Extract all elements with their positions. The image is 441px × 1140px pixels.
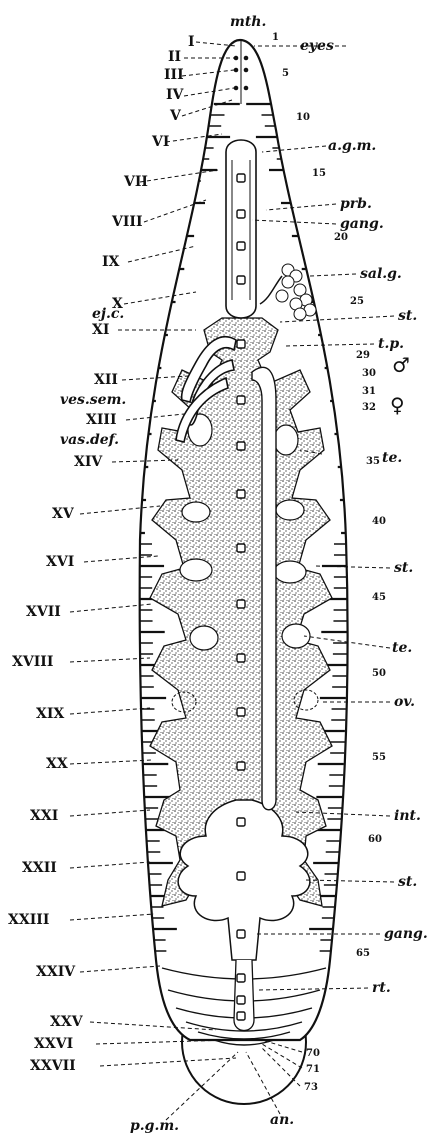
label-rt: rt. (372, 980, 391, 996)
seg-label-IV: IV (166, 87, 185, 103)
pharynx (226, 140, 256, 318)
label-prb: prb. (340, 196, 372, 212)
num-5: 5 (282, 68, 289, 79)
label-an: an. (270, 1112, 294, 1128)
seg-label-XIII: XIII (86, 412, 117, 428)
label-ejc: ej.c. (92, 306, 124, 322)
label-int: int. (394, 808, 421, 824)
ganglion (237, 544, 245, 552)
label-gang-top: gang. (340, 216, 384, 232)
seg-label-VII: VII (123, 174, 148, 190)
ganglion (237, 490, 245, 498)
ganglion (237, 210, 245, 218)
seg-label-XXV: XXV (50, 1014, 84, 1030)
ganglion (237, 174, 245, 182)
label-te-1: te. (382, 450, 402, 466)
ganglion (237, 818, 245, 826)
seg-label-III: III (164, 67, 184, 83)
label-eyes: eyes (300, 38, 334, 54)
num-29: 29 (356, 350, 370, 361)
label-te-2: te. (392, 640, 412, 656)
ganglion (237, 600, 245, 608)
num-65: 65 (356, 948, 370, 959)
seg-label-XIX: XIX (36, 706, 64, 722)
seg-label-II: II (168, 49, 181, 65)
label-ves-sem: ves.sem. (60, 392, 126, 408)
num-25: 25 (350, 296, 364, 307)
label-agm: a.g.m. (328, 138, 376, 154)
label-st-2: st. (394, 560, 413, 576)
seg-label-XVI: XVI (46, 554, 74, 570)
seg-label-XIV: XIV (74, 454, 103, 470)
label-male-symbol: ♂ (392, 353, 410, 377)
ganglion (237, 442, 245, 450)
label-st-3: st. (398, 874, 417, 890)
num-32: 32 (362, 402, 376, 413)
label-st-1: st. (398, 308, 417, 324)
leader-line (70, 862, 150, 868)
ganglion (237, 996, 245, 1004)
leader-line (70, 810, 150, 816)
ganglion (237, 396, 245, 404)
seg-label-V: V (169, 108, 182, 124)
ganglion (237, 872, 245, 880)
label-female-symbol: ♀ (390, 393, 405, 417)
num-60: 60 (368, 834, 382, 845)
ganglion (237, 276, 245, 284)
seg-label-XVIII: XVIII (12, 654, 53, 670)
num-1: 1 (272, 32, 279, 43)
num-31: 31 (362, 386, 376, 397)
seg-label-VI: VI (151, 134, 169, 150)
num-50: 50 (372, 668, 386, 679)
seg-label-XVII: XVII (26, 604, 61, 620)
label-salg: sal.g. (360, 266, 402, 282)
ganglion (237, 762, 245, 770)
num-30: 30 (362, 368, 376, 379)
num-10: 10 (296, 112, 310, 123)
num-20: 20 (334, 232, 348, 243)
seg-label-XXIV: XXIV (36, 964, 76, 980)
num-73: 73 (304, 1082, 318, 1093)
seg-label-XX: XX (46, 756, 68, 772)
seg-label-XXII: XXII (22, 860, 57, 876)
seg-label-IX: IX (102, 254, 120, 270)
ganglion (237, 930, 245, 938)
seg-label-XXVII: XXVII (30, 1058, 76, 1074)
num-71: 71 (306, 1064, 320, 1075)
label-tp: t.p. (378, 336, 404, 352)
ganglion (237, 1012, 245, 1020)
label-pgm: p.g.m. (130, 1118, 179, 1134)
leader-line (70, 914, 154, 920)
num-15: 15 (312, 168, 326, 179)
seg-label-I: I (188, 34, 195, 50)
leader-line (70, 760, 152, 764)
label-mth: mth. (230, 14, 266, 30)
seg-label-XI: XI (92, 322, 109, 338)
leader-line (80, 966, 160, 972)
label-ov: ov. (394, 694, 415, 710)
ganglion (237, 654, 245, 662)
label-gang-bottom: gang. (384, 926, 428, 942)
num-40: 40 (372, 516, 386, 527)
num-45: 45 (372, 592, 386, 603)
num-35: 35 (366, 456, 380, 467)
seg-label-XV: XV (52, 506, 75, 522)
seg-label-VIII: VIII (111, 214, 143, 230)
num-70: 70 (306, 1048, 320, 1059)
seg-label-XXVI: XXVI (34, 1036, 73, 1052)
num-55: 55 (372, 752, 386, 763)
label-vas-def: vas.def. (60, 432, 119, 448)
seg-label-XXI: XXI (30, 808, 58, 824)
leader-line (70, 658, 150, 662)
leader-line (70, 708, 150, 714)
seg-label-XXIII: XXIII (8, 912, 49, 928)
leader-line (310, 274, 356, 276)
seg-label-XII: XII (94, 372, 118, 388)
ganglion (237, 974, 245, 982)
ganglion (237, 340, 245, 348)
ganglion (237, 242, 245, 250)
ganglion (237, 708, 245, 716)
